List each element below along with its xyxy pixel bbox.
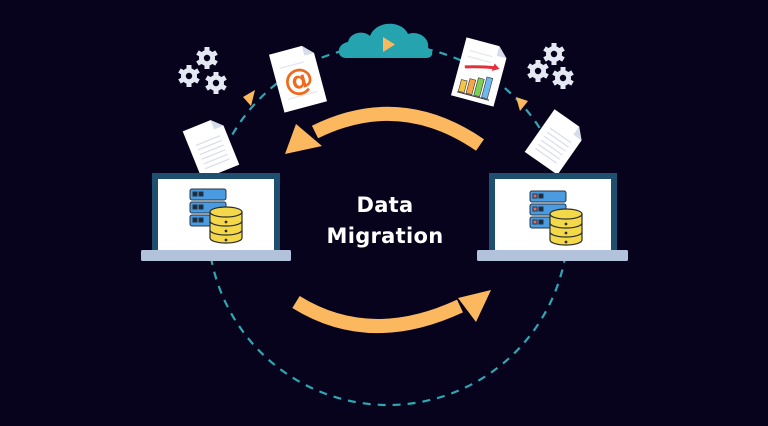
diagram-title: Data Migration — [300, 190, 470, 252]
database-icon — [209, 206, 243, 244]
gears-right-icon — [527, 43, 574, 89]
database-icon — [549, 208, 583, 246]
server-icon — [189, 188, 227, 227]
email-document-icon: @ — [268, 45, 328, 113]
play-icon — [383, 37, 395, 52]
arrow-bottom-left-to-right-icon — [292, 290, 491, 333]
text-document-left-icon — [182, 120, 240, 180]
circle-direction-arrow-right-icon — [516, 97, 528, 111]
cloud-icon — [338, 23, 433, 58]
text-document-right-icon — [524, 109, 582, 175]
circle-direction-arrow-left-icon — [243, 90, 255, 106]
target-laptop — [477, 173, 628, 261]
source-laptop — [141, 173, 291, 261]
title-line-1: Data — [356, 193, 414, 217]
gears-left-icon — [178, 47, 227, 94]
chart-document-icon — [450, 37, 507, 107]
arrow-top-right-to-left-icon — [285, 106, 484, 154]
title-line-2: Migration — [326, 224, 444, 248]
